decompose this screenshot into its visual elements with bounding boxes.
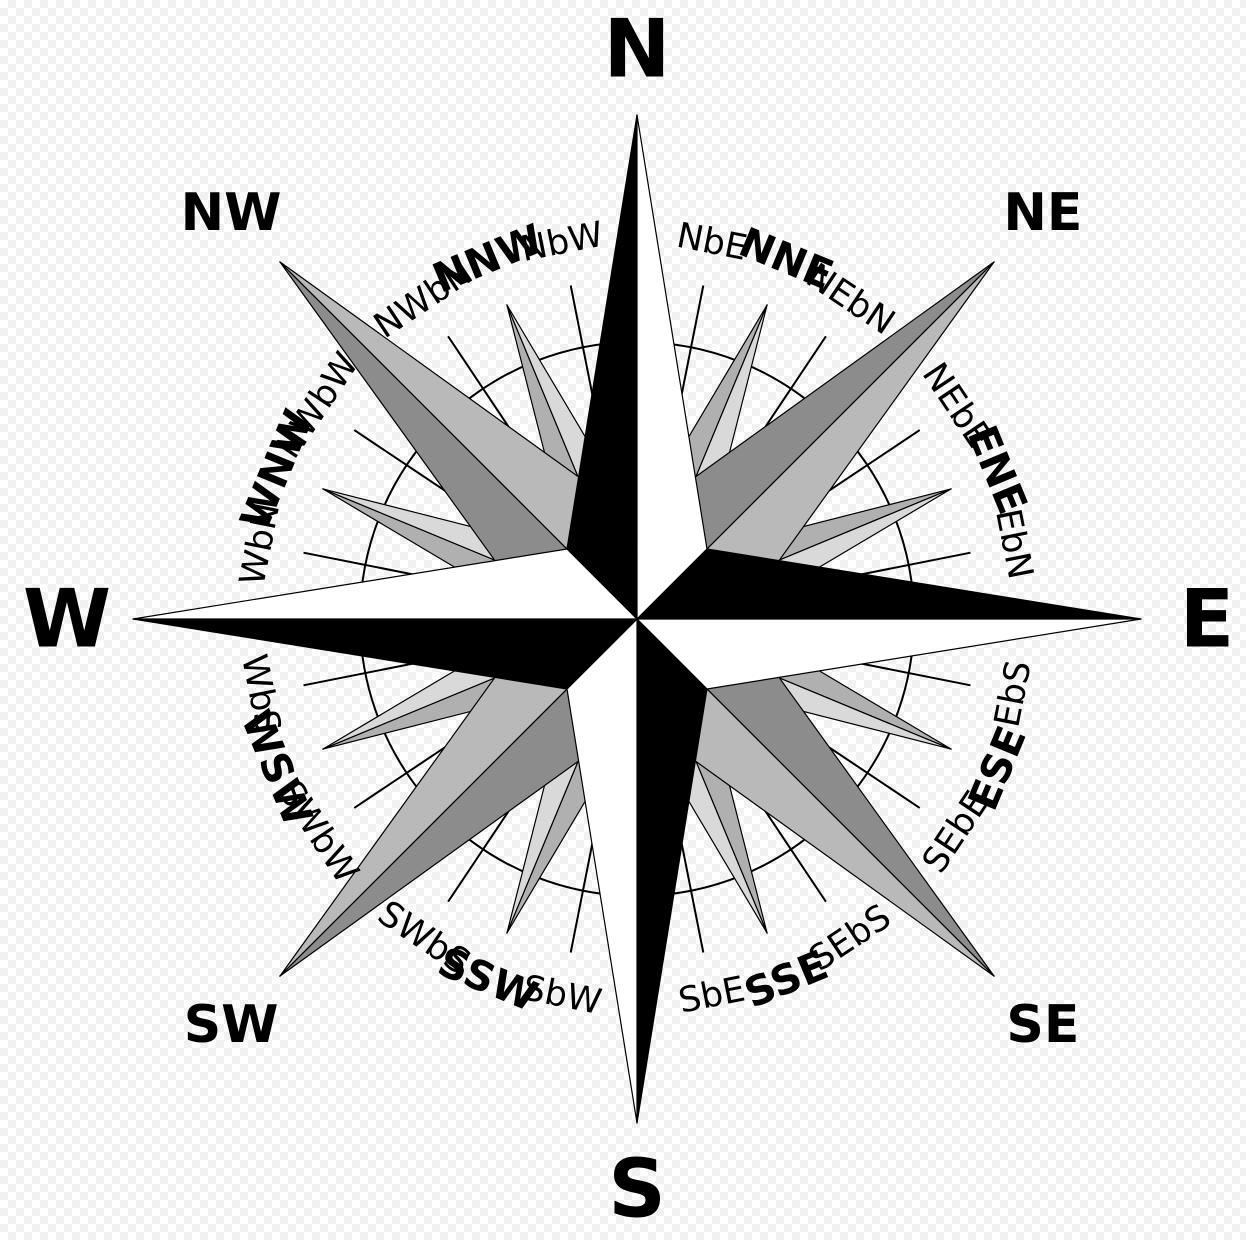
point-e-left-half (636, 548, 1142, 620)
label-swbw: SWbW (269, 774, 365, 891)
intercardinal-points (279, 261, 995, 977)
label-nebn: NEbN (799, 256, 902, 343)
label-ne: NE (1003, 183, 1082, 243)
label-sbw: SbW (519, 968, 604, 1023)
label-e: E (1180, 573, 1235, 666)
label-s: S (608, 1143, 666, 1236)
label-w: W (23, 573, 111, 666)
point-e-right-half (636, 618, 1142, 690)
point-w-right-half (132, 548, 638, 620)
label-ebn: EbN (987, 506, 1040, 583)
point-w-left-half (132, 618, 638, 690)
label-nw: NW (181, 183, 282, 243)
point-s-left-half (636, 618, 708, 1124)
cardinal-points (132, 114, 1142, 1124)
label-sbe: SbE (675, 969, 748, 1021)
label-swbs: SWbS (370, 894, 476, 984)
label-nbe: NbE (673, 216, 750, 269)
point-n-left-half (566, 114, 638, 620)
label-sebs: SEbS (802, 897, 898, 980)
label-nwbn: NWbN (367, 253, 480, 347)
label-sw: SW (184, 995, 279, 1055)
label-ebs: EbS (987, 657, 1039, 730)
label-se: SE (1006, 995, 1079, 1055)
point-s-right-half (566, 618, 638, 1124)
label-sebe: SEbE (915, 784, 998, 880)
label-nebe: NEbE (914, 356, 999, 455)
point-n-right-half (636, 114, 708, 620)
label-n: N (604, 3, 671, 96)
